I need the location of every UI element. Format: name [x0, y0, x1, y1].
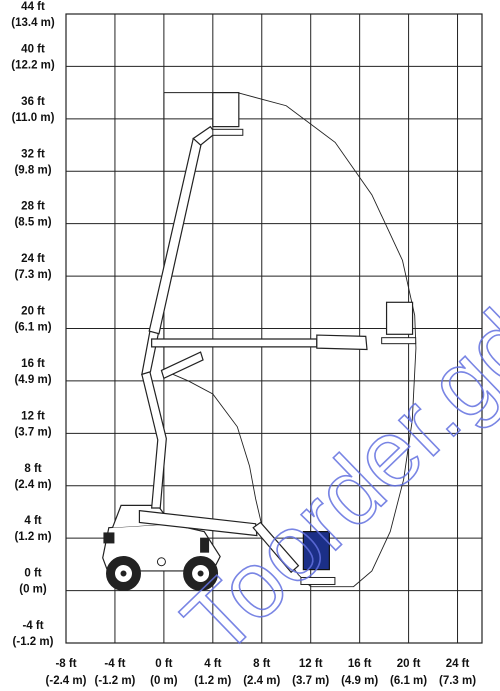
y-tick-label-ft: 44 ft	[21, 1, 45, 13]
y-tick-label-ft: 28 ft	[21, 201, 45, 213]
lift-cylinder	[160, 351, 204, 380]
x-tick-label-ft: 24 ft	[446, 658, 470, 670]
horizontal-boom	[151, 338, 318, 348]
platform-below-grade-floor	[300, 576, 336, 585]
platform-max-outreach	[385, 301, 414, 335]
x-tick-label-m: (6.1 m)	[390, 675, 427, 687]
y-tick-label-m: (12.2 m)	[11, 59, 55, 71]
hitch-ring	[156, 557, 166, 567]
y-tick-label-m: (6.1 m)	[14, 322, 51, 334]
y-tick-label-m: (1.2 m)	[14, 531, 51, 543]
y-tick-label-m: (11.0 m)	[12, 112, 55, 124]
x-tick-label-ft: -8 ft	[55, 658, 76, 670]
stowed-lower-boom	[138, 509, 258, 537]
boom-lift-drawing	[102, 92, 417, 592]
y-tick-label-m: (7.3 m)	[14, 269, 51, 281]
x-tick-label-ft: 0 ft	[155, 658, 172, 670]
y-tick-label-m: (8.5 m)	[14, 217, 51, 229]
counterweight-block	[200, 537, 210, 553]
x-tick-label-ft: -4 ft	[104, 658, 125, 670]
platform-below-grade	[302, 531, 330, 571]
horizontal-jib	[316, 334, 368, 351]
x-tick-label-ft: 20 ft	[397, 658, 421, 670]
x-tick-label-ft: 4 ft	[204, 658, 221, 670]
x-tick-label-ft: 8 ft	[253, 658, 270, 670]
wheel-rear-axle	[197, 570, 204, 577]
y-tick-label-ft: 0 ft	[24, 568, 41, 580]
x-tick-label-m: (1.2 m)	[194, 675, 231, 687]
y-tick-label-m: (3.7 m)	[14, 426, 51, 438]
plot-frame	[65, 13, 483, 644]
logo-badge	[103, 532, 115, 544]
y-tick-label-ft: 8 ft	[24, 463, 41, 475]
x-tick-label-m: (4.9 m)	[341, 675, 378, 687]
y-tick-label-m: (2.4 m)	[14, 479, 51, 491]
platform-max-height	[212, 92, 240, 128]
x-tick-label-ft: 12 ft	[299, 658, 323, 670]
y-tick-label-m: (9.8 m)	[14, 164, 51, 176]
stowed-jib	[252, 521, 300, 574]
y-axis-ticks: 44 ft (13.4 m) 40 ft (12.2 m) 36 ft (11.0 m) 3…	[11, 1, 55, 648]
wheel-front-axle	[120, 570, 127, 577]
y-tick-label-ft: 20 ft	[21, 306, 45, 318]
x-axis-ticks: -8 ft (-2.4 m) -4 ft (-1.2 m) 0 ft (0 m) 4 ft (…	[46, 658, 477, 687]
y-tick-label-ft: 32 ft	[21, 148, 45, 160]
y-tick-label-ft: 16 ft	[21, 358, 45, 370]
y-tick-label-ft: 4 ft	[24, 515, 41, 527]
main-boom-raised	[148, 137, 203, 335]
x-tick-label-m: (-1.2 m)	[94, 675, 135, 687]
y-tick-label-m: (0 m)	[19, 584, 47, 596]
x-tick-label-m: (3.7 m)	[292, 675, 329, 687]
y-tick-label-ft: 12 ft	[21, 410, 45, 422]
y-tick-label-m: (4.9 m)	[14, 374, 51, 386]
x-tick-label-ft: 16 ft	[348, 658, 372, 670]
x-tick-label-m: (0 m)	[150, 675, 178, 687]
x-tick-label-m: (-2.4 m)	[46, 675, 87, 687]
y-tick-label-ft: 40 ft	[21, 43, 45, 55]
platform-max-height-floor	[212, 128, 244, 136]
platform-max-outreach-floor	[381, 337, 417, 345]
riser-lower	[141, 368, 167, 509]
x-tick-label-m: (2.4 m)	[243, 675, 280, 687]
y-tick-label-ft: 36 ft	[21, 96, 45, 108]
y-tick-label-ft: -4 ft	[22, 620, 43, 632]
y-tick-label-ft: 24 ft	[21, 253, 45, 265]
working-envelope-curve	[163, 92, 417, 588]
y-tick-label-m: (13.4 m)	[11, 17, 55, 29]
y-tick-label-m: (-1.2 m)	[13, 636, 54, 648]
x-tick-label-m: (7.3 m)	[439, 675, 476, 687]
